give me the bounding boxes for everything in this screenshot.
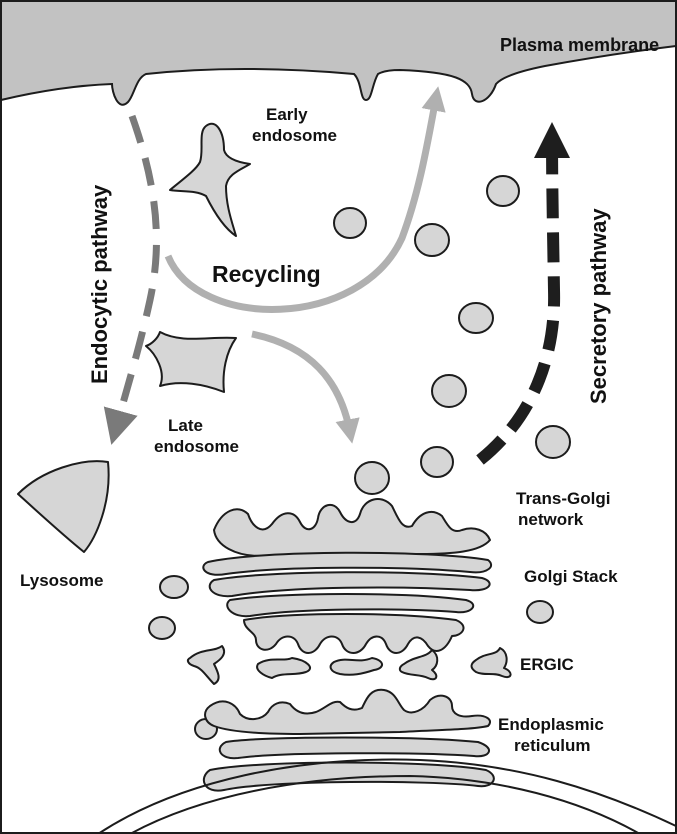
ergic-fragment [188,646,224,684]
ergic-fragment [400,650,437,679]
vesicle [421,447,453,477]
vesicle [487,176,519,206]
endoplasmic-reticulum-label: Endoplasmic reticulum [498,715,609,755]
secretory-pathway-label: Secretory pathway [586,208,611,404]
endoplasmic-reticulum-lower [220,738,489,759]
late-endosome-label: Late endosome [154,416,239,456]
vesicle [459,303,493,333]
ergic-fragment [257,658,310,678]
vesicle [527,601,553,623]
vesicle [355,462,389,494]
vesicle [432,375,466,407]
recycling-arrow-to-golgi [252,334,350,432]
vesicle [415,224,449,256]
endoplasmic-reticulum-upper [205,690,490,734]
late-endosome [146,332,236,392]
early-endosome-label: Early endosome [252,105,337,145]
golgi-stack-label: Golgi Stack [524,567,618,586]
endocytic-pathway-label: Endocytic pathway [87,184,112,384]
golgi-cisterna [210,572,490,596]
plasma-membrane-label: Plasma membrane [500,35,659,55]
ergic-label: ERGIC [520,655,574,674]
ergic-fragment [472,648,511,677]
ergic-fragment [331,658,382,675]
trans-golgi-network [214,499,490,556]
early-endosome [170,124,250,236]
golgi-cisterna-bottom [244,614,464,653]
trans-golgi-network-label: Trans-Golgi network [516,489,615,529]
vesicle [149,617,175,639]
recycling-label: Recycling [212,261,321,287]
endocytic-pathway-arrow [116,116,156,428]
lysosome [18,461,109,552]
vesicle [334,208,366,238]
endoplasmic-reticulum-sheet [204,763,494,791]
lysosome-label: Lysosome [20,571,103,590]
vesicle [536,426,570,458]
vesicle [160,576,188,598]
golgi-cisterna [227,594,473,616]
